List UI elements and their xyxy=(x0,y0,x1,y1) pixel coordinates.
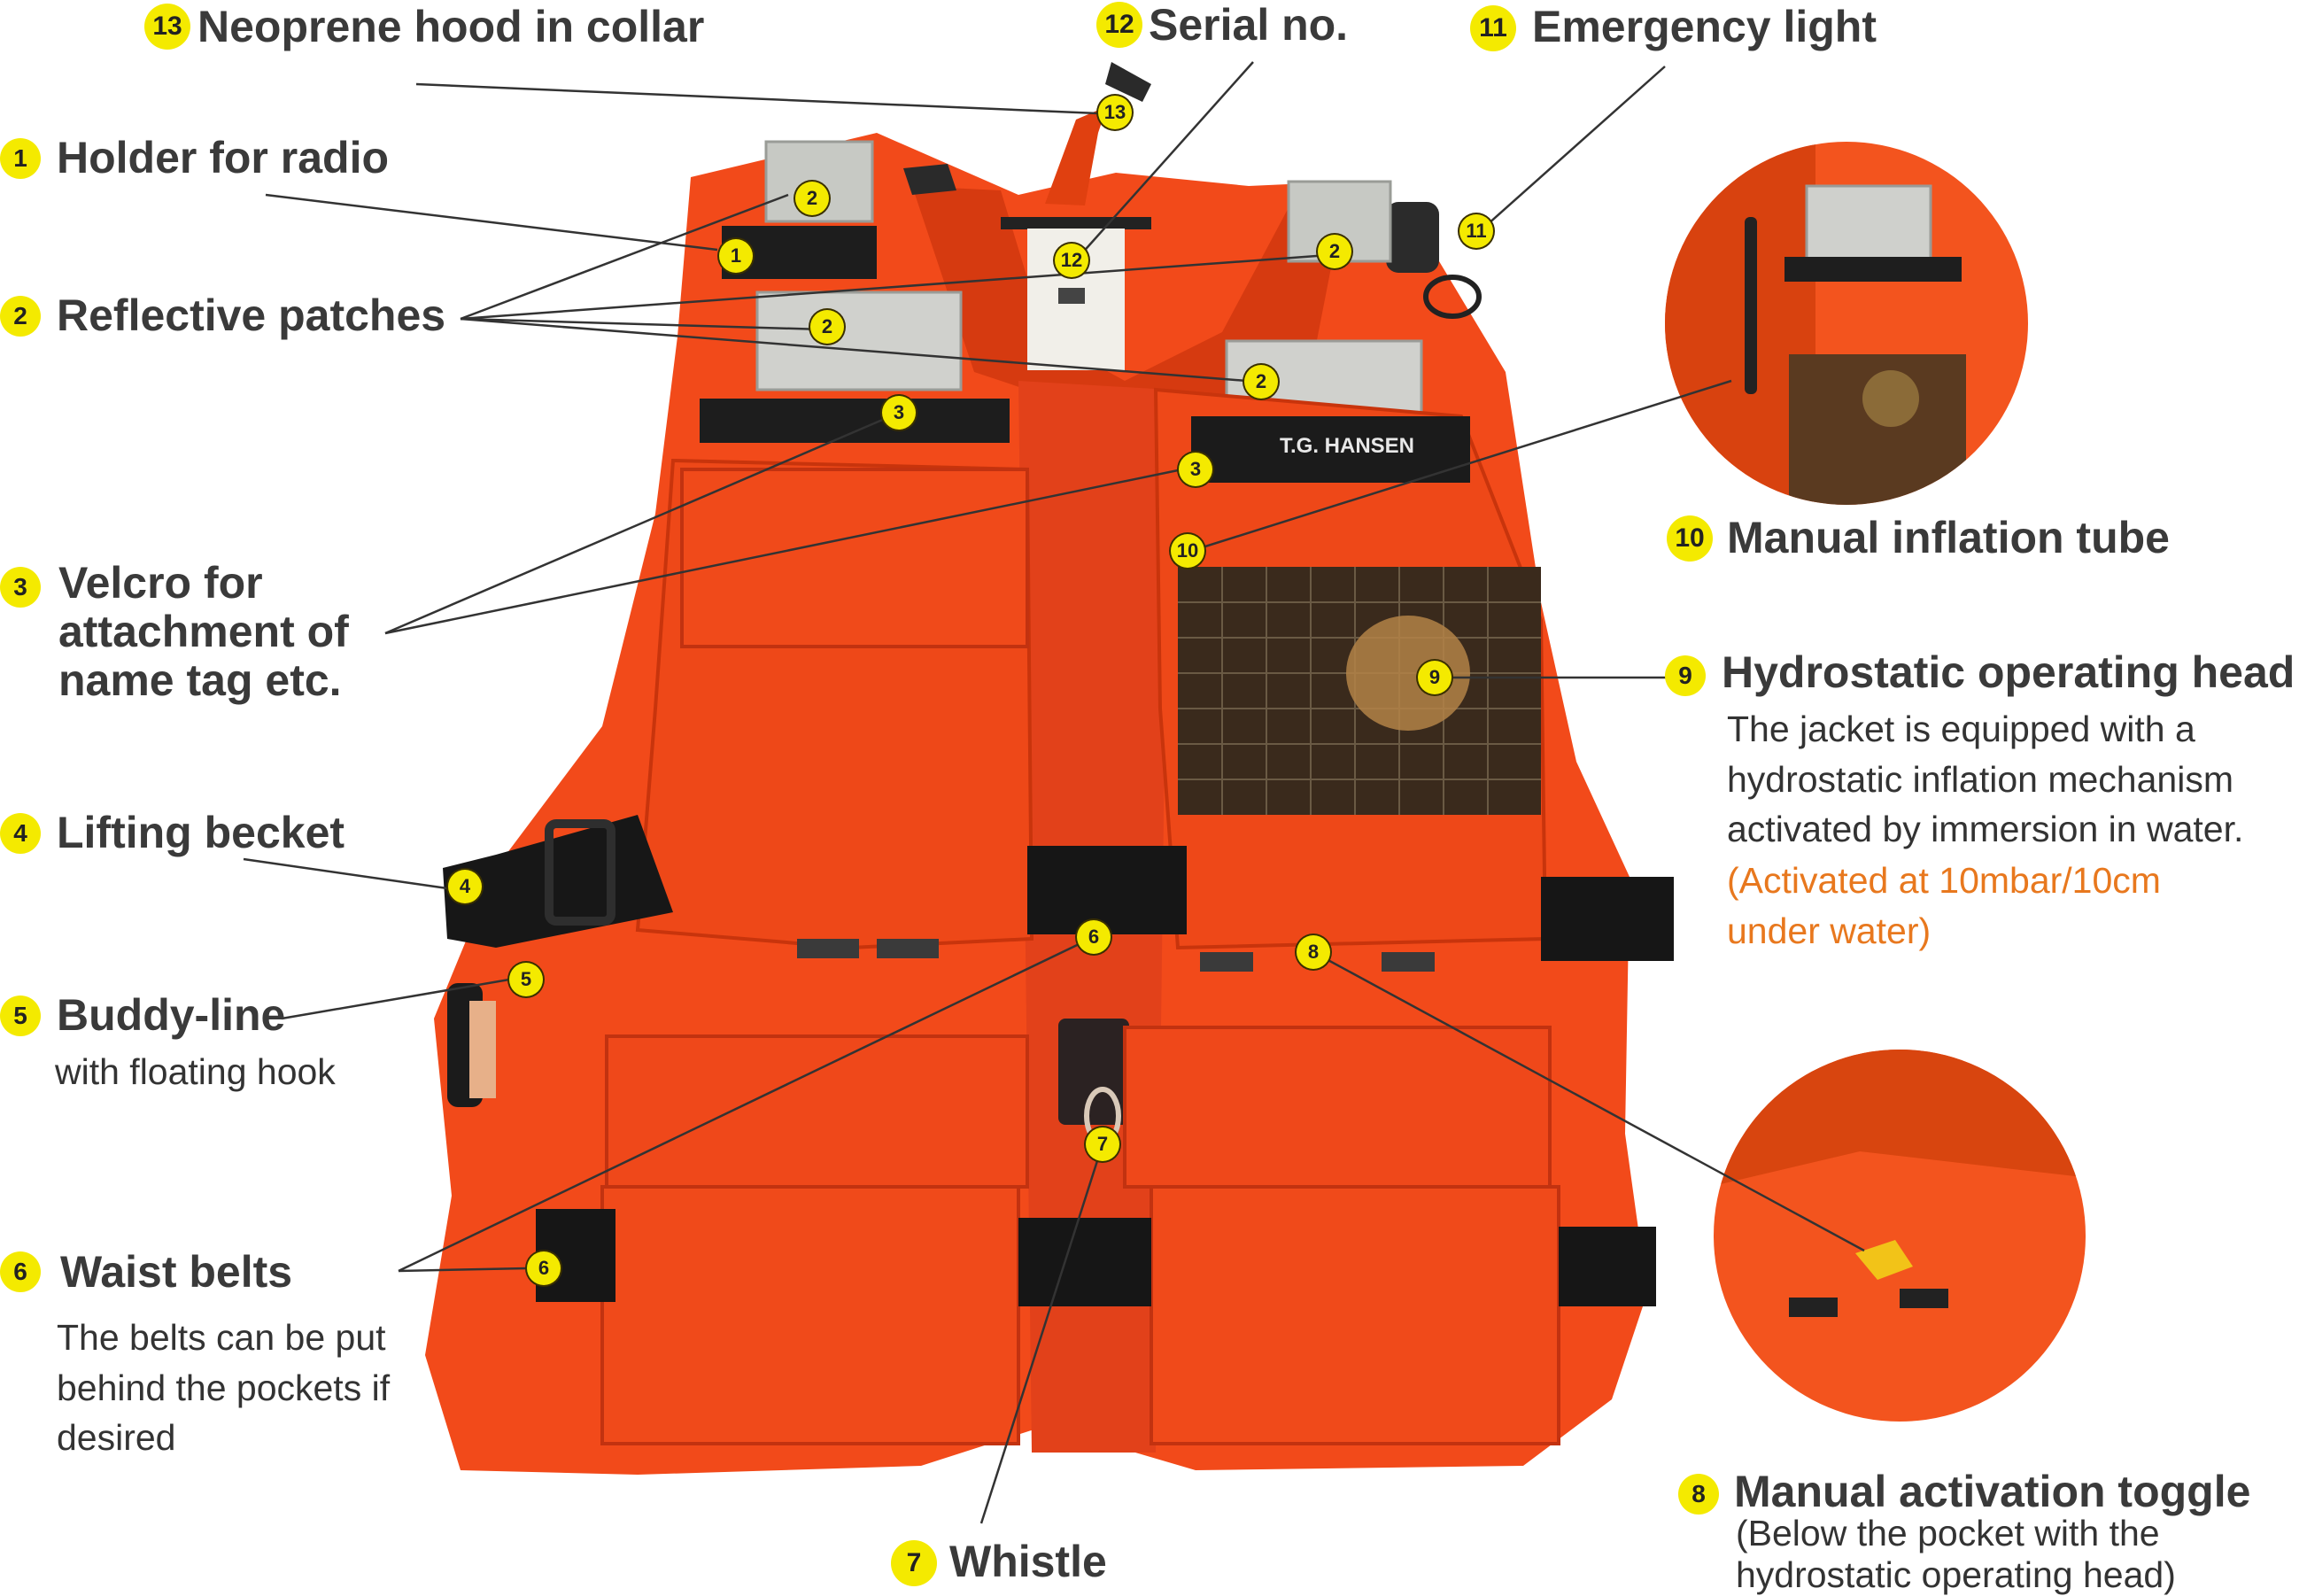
badge-12: 12 xyxy=(1096,2,1142,48)
hood-collar xyxy=(1045,106,1107,205)
badge-7: 7 xyxy=(891,1540,937,1586)
pocket-left-lower xyxy=(600,1185,1020,1445)
label-lifting-becket: Lifting becket xyxy=(57,808,345,857)
label-reflective-patches: Reflective patches xyxy=(57,291,446,340)
marker-2c: 2 xyxy=(810,310,844,344)
desc-waist-belts: The belts can be put behind the pockets … xyxy=(57,1317,391,1459)
badge-3: 3 xyxy=(0,567,41,608)
badge-1: 1 xyxy=(0,138,41,179)
badge-6: 6 xyxy=(0,1251,41,1292)
label-waist-belts: Waist belts xyxy=(60,1247,293,1297)
label-manual-inflation-tube: Manual inflation tube xyxy=(1727,513,2170,562)
hydrostatic-head xyxy=(1346,616,1470,731)
velcro-left xyxy=(700,399,1010,443)
desc-buddy-line: with floating hook xyxy=(55,1051,336,1092)
badge-9: 9 xyxy=(1665,655,1706,696)
reflective-patch-left xyxy=(755,291,963,391)
marker-2a: 2 xyxy=(795,182,829,215)
label-holder-for-radio: Holder for radio xyxy=(57,133,390,182)
marker-3a: 3 xyxy=(882,396,916,430)
marker-2d: 2 xyxy=(1244,365,1278,399)
label-velcro: Velcro for attachment of name tag etc. xyxy=(58,558,349,705)
marker-4: 4 xyxy=(448,870,482,903)
name-tag-text: T.G. HANSEN xyxy=(1280,434,1415,458)
inset-activation-toggle xyxy=(1714,1050,2086,1422)
label-serial-no: Serial no. xyxy=(1149,0,1349,50)
badge-13: 13 xyxy=(144,4,190,50)
label-manual-activation-toggle: Manual activation toggle xyxy=(1734,1467,2251,1516)
label-whistle: Whistle xyxy=(949,1537,1107,1586)
desc-manual-activation-toggle: (Below the pocket with the hydrostatic o… xyxy=(1736,1513,2176,1596)
marker-2b: 2 xyxy=(1318,235,1351,268)
badge-2: 2 xyxy=(0,296,41,337)
badge-4: 4 xyxy=(0,813,41,854)
marker-1: 1 xyxy=(719,239,753,273)
waist-belt-bottom-center xyxy=(1018,1218,1151,1306)
marker-8: 8 xyxy=(1297,935,1330,969)
note-hydrostatic-head: (Activated at 10mbar/10cm under water) xyxy=(1727,860,2161,951)
badge-5: 5 xyxy=(0,996,41,1036)
marker-6b: 6 xyxy=(527,1251,561,1285)
inset-inflation-tube xyxy=(1665,142,2028,505)
name-tag xyxy=(1191,416,1470,483)
marker-7: 7 xyxy=(1086,1127,1119,1161)
marker-11: 11 xyxy=(1459,214,1493,248)
badge-8: 8 xyxy=(1678,1474,1719,1515)
label-buddy-line: Buddy-line xyxy=(57,990,286,1040)
desc-hydrostatic-head: The jacket is equipped with a hydrostati… xyxy=(1727,709,2244,850)
marker-5: 5 xyxy=(509,963,543,996)
marker-10: 10 xyxy=(1171,534,1204,568)
pocket-right-lower xyxy=(1150,1185,1560,1445)
leader-lines xyxy=(243,61,1865,1524)
label-neoprene-hood: Neoprene hood in collar xyxy=(197,2,705,51)
waist-belt-top xyxy=(1027,846,1187,934)
marker-9: 9 xyxy=(1418,661,1452,694)
label-emergency-light: Emergency light xyxy=(1532,2,1877,51)
pocket-left-lower-top xyxy=(605,1034,1029,1189)
badge-11: 11 xyxy=(1470,5,1516,51)
marker-12: 12 xyxy=(1055,244,1088,277)
marker-13: 13 xyxy=(1098,96,1132,129)
pocket-right-lower-top xyxy=(1123,1026,1552,1189)
marker-6a: 6 xyxy=(1077,920,1111,954)
marker-3b: 3 xyxy=(1179,453,1212,486)
badge-10: 10 xyxy=(1667,515,1713,562)
emergency-light xyxy=(1386,202,1439,273)
label-hydrostatic-head: Hydrostatic operating head xyxy=(1722,647,2295,697)
